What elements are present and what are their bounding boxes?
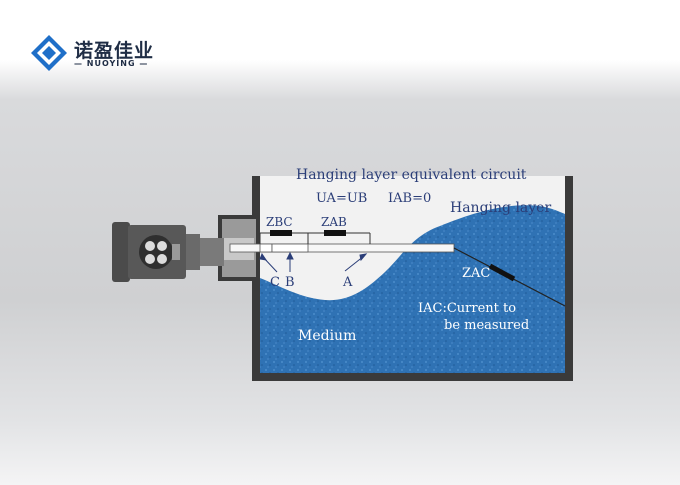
point-b-label: B (285, 275, 295, 290)
brand-logo: 诺盈佳业 — NUOYING — (30, 34, 160, 74)
zac-label: ZAC (462, 266, 490, 281)
diagram-title: Hanging layer equivalent circuit (296, 167, 527, 183)
zbc-resistor (270, 230, 292, 236)
zab-label: ZAB (321, 215, 347, 229)
hanging-layer-label: Hanging layer (450, 200, 551, 216)
equivalent-circuit (259, 230, 371, 244)
probe-head (112, 222, 224, 282)
zab-resistor (324, 230, 346, 236)
current-label-line1: IAC:Current to (418, 301, 516, 316)
brand-name-en-text: NUOYING (86, 59, 136, 68)
point-a-label: A (342, 275, 353, 290)
point-c-label: C (270, 275, 280, 290)
current-label-line2: be measured (444, 318, 529, 333)
zbc-label: ZBC (266, 215, 293, 229)
voltage-equation: UA=UB (316, 191, 367, 206)
brand-name-en: — NUOYING — (74, 59, 149, 68)
zac-path (453, 247, 566, 307)
medium-label: Medium (298, 328, 356, 344)
probe-rod (229, 243, 455, 253)
current-equation: IAB=0 (388, 191, 431, 206)
medium-area (260, 205, 565, 373)
brand-name-cn: 诺盈佳业 (74, 40, 155, 62)
logo-diamond-icon (31, 35, 67, 71)
point-arrows (259, 251, 368, 273)
